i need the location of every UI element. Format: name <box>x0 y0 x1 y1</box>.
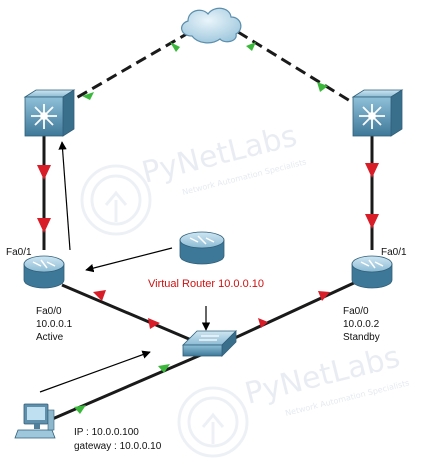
link-up-marker <box>158 364 170 373</box>
link-up-marker <box>317 82 328 92</box>
link-switch-pc <box>49 352 204 422</box>
link-up-marker <box>82 92 94 100</box>
traffic-arrow-virtual-to-router <box>85 247 173 273</box>
virtual-router-icon[interactable] <box>179 231 225 265</box>
multilayer-switch-icon[interactable] <box>23 89 76 137</box>
wan-link-right <box>237 30 369 114</box>
left-router-bottom-port-label: Fa0/0 <box>36 306 62 317</box>
link-up-marker <box>246 42 256 51</box>
router-icon[interactable] <box>351 255 393 289</box>
pc-gateway-label: gateway : 10.0.0.10 <box>74 441 162 452</box>
link-right-router-switch <box>225 280 357 344</box>
pc-icon[interactable] <box>14 403 56 439</box>
link-down-marker <box>365 163 379 178</box>
link-down-marker <box>148 318 160 329</box>
left-router-ip-label: 10.0.0.1 <box>36 319 73 330</box>
pc-ip-label: IP : 10.0.0.100 <box>74 427 139 438</box>
traffic-arrow-router-to-mls <box>58 141 71 251</box>
link-down-marker <box>365 214 379 229</box>
right-router-state-label: Standby <box>343 332 380 343</box>
right-router-ip-label: 10.0.0.2 <box>343 319 380 330</box>
right-router-bottom-port-label: Fa0/0 <box>343 306 369 317</box>
link-down-marker <box>258 318 268 328</box>
watermark-bottom: PyNetLabs Network Automation Specialists <box>177 340 410 458</box>
left-router-top-port-label: Fa0/1 <box>6 247 32 258</box>
link-down-marker <box>93 290 106 301</box>
traffic-arrow-pc-to-switch <box>39 350 151 393</box>
right-router-top-port-label: Fa0/1 <box>381 247 407 258</box>
link-down-marker <box>318 291 330 301</box>
link-left-router-switch <box>61 283 197 344</box>
watermark-logo-icon <box>177 386 249 458</box>
cloud-icon[interactable] <box>181 7 242 44</box>
link-markers <box>37 42 379 414</box>
multilayer-switch-icon[interactable] <box>351 89 404 137</box>
link-up-marker <box>170 42 180 52</box>
virtual-router-label: Virtual Router 10.0.0.10 <box>148 278 264 290</box>
wan-link-left <box>51 30 191 114</box>
watermark-top: PyNetLabs Network Automation Specialists <box>80 119 307 236</box>
left-router-state-label: Active <box>36 332 64 343</box>
router-icon[interactable] <box>23 255 65 289</box>
link-down-marker <box>37 218 51 233</box>
link-up-marker <box>74 405 86 414</box>
switch-icon[interactable] <box>182 330 237 357</box>
link-down-marker <box>37 165 51 180</box>
watermark-logo-icon <box>80 164 152 236</box>
